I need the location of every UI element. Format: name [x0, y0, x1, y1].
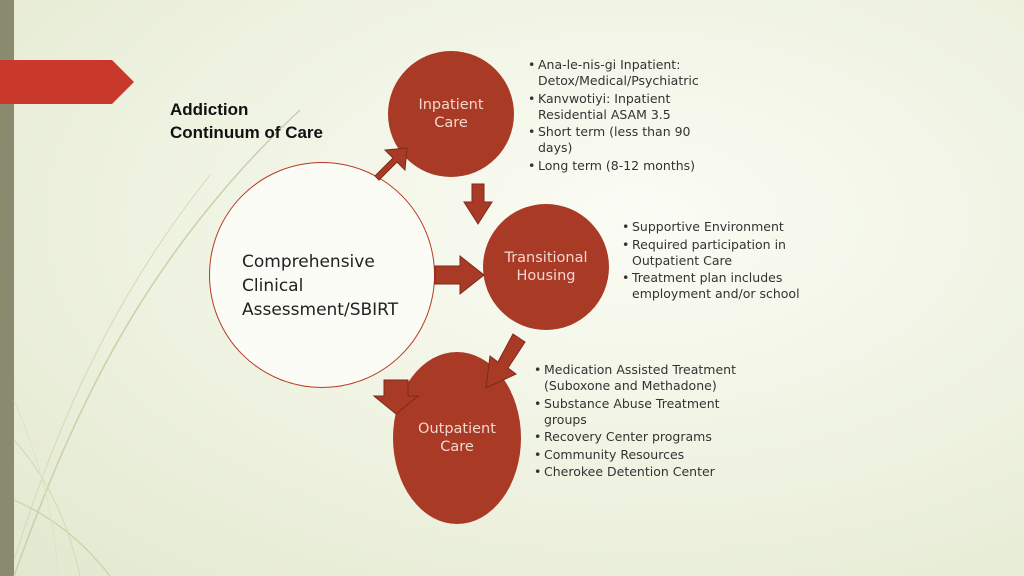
- left-sidebar-bar: [0, 0, 14, 576]
- bullet-item: Required participation in Outpatient Car…: [622, 237, 812, 269]
- bullet-item: Short term (less than 90 days): [528, 124, 728, 156]
- bullet-item: Substance Abuse Treatment groups: [534, 396, 739, 428]
- bullet-item: Ana-le-nis-gi Inpatient: Detox/Medical/P…: [528, 57, 728, 89]
- bullet-item: Treatment plan includes employment and/o…: [622, 270, 812, 302]
- bullet-item: Long term (8-12 months): [528, 158, 728, 174]
- outpatient-care-label: Outpatient Care: [418, 421, 496, 455]
- arrow-center-to-transitional: [434, 254, 485, 296]
- bullet-item: Medication Assisted Treatment (Suboxone …: [534, 362, 739, 394]
- bullet-item: Community Resources: [534, 447, 739, 463]
- accent-arrow-shape: [0, 60, 134, 104]
- bullet-item: Supportive Environment: [622, 219, 812, 235]
- arrow-to-outpatient: [485, 333, 526, 389]
- transitional-housing-node: Transitional Housing: [483, 204, 609, 330]
- assessment-label: Comprehensive Clinical Assessment/SBIRT: [242, 252, 399, 320]
- arrow-outpatient-to-center: [372, 379, 420, 415]
- outpatient-care-bullets: Medication Assisted Treatment (Suboxone …: [534, 362, 739, 482]
- transitional-housing-label: Transitional Housing: [504, 250, 588, 284]
- arrow-to-transitional: [463, 183, 493, 225]
- inpatient-care-bullets: Ana-le-nis-gi Inpatient: Detox/Medical/P…: [528, 57, 728, 175]
- transitional-housing-bullets: Supportive Environment Required particip…: [622, 219, 812, 304]
- bullet-item: Cherokee Detention Center: [534, 464, 739, 480]
- inpatient-care-label: Inpatient Care: [418, 97, 484, 131]
- inpatient-care-node: Inpatient Care: [388, 51, 514, 177]
- slide-title: Addiction Continuum of Care: [170, 100, 323, 142]
- bullet-item: Recovery Center programs: [534, 429, 739, 445]
- bullet-item: Kanvwotiyi: Inpatient Residential ASAM 3…: [528, 91, 728, 123]
- arrow-to-inpatient: [374, 147, 408, 181]
- assessment-circle: [209, 162, 435, 388]
